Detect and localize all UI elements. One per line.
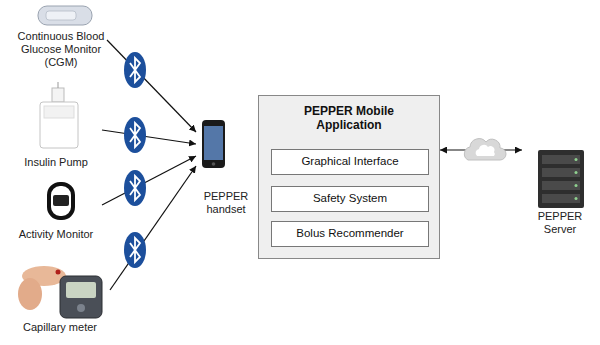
insulin-pump-icon xyxy=(40,82,78,148)
connector-arrow xyxy=(107,40,196,132)
node-label: Safety System xyxy=(276,192,424,206)
module-box: Graphical Interface xyxy=(271,149,429,175)
server-node: PEPPER Server xyxy=(522,148,598,236)
connector-arrow xyxy=(110,166,196,290)
node-label: Capillary meter xyxy=(10,321,110,334)
node-label: PEPPER handset xyxy=(196,190,256,216)
bluetooth-symbol xyxy=(124,52,146,88)
smartphone-icon xyxy=(202,120,225,168)
node-label: PEPPER Server xyxy=(522,210,598,236)
device-node: Capillary meter xyxy=(10,260,110,334)
application-box: PEPPER Mobile ApplicationGraphical Inter… xyxy=(258,95,440,259)
cgm-icon xyxy=(38,6,92,25)
cloud-icon xyxy=(464,139,506,160)
node-label: Activity Monitor xyxy=(10,228,102,241)
bluetooth-symbol xyxy=(124,117,146,153)
bluetooth-symbol xyxy=(124,170,146,206)
module-box: Bolus Recommender xyxy=(271,221,429,247)
node-label: Bolus Recommender xyxy=(276,227,424,241)
capillary-meter-icon xyxy=(18,266,102,318)
connector-arrow xyxy=(102,130,196,144)
bluetooth-symbol xyxy=(124,232,146,268)
device-node: Insulin Pump xyxy=(10,86,102,169)
module-box: Safety System xyxy=(271,186,429,212)
node-label: Graphical Interface xyxy=(276,155,424,169)
device-node: Continuous Blood Glucose Monitor (CGM) xyxy=(15,2,107,70)
device-node: Activity Monitor xyxy=(10,180,102,241)
node-label: Insulin Pump xyxy=(10,156,102,169)
activity-monitor-icon xyxy=(49,184,73,218)
node-label: PEPPER Mobile Application xyxy=(259,96,439,133)
server-icon xyxy=(538,150,584,208)
node-label: Continuous Blood Glucose Monitor (CGM) xyxy=(15,30,107,70)
handset-node: PEPPER handset xyxy=(196,116,256,216)
connector-arrow xyxy=(102,156,196,205)
